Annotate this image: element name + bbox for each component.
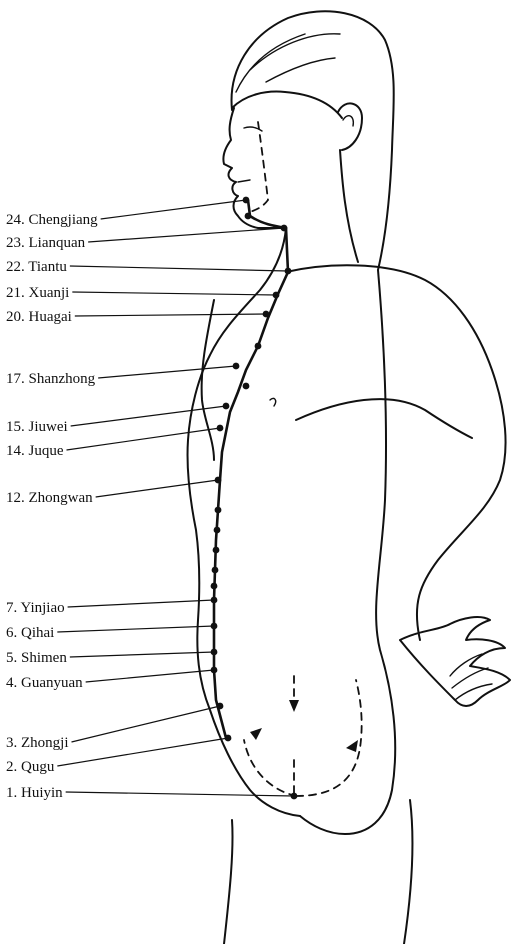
point-label: 7. Yinjiao [6, 600, 65, 616]
point-label: 12. Zhongwan [6, 490, 93, 506]
leader-line [68, 600, 214, 607]
hairline [232, 92, 342, 118]
leader-line [72, 292, 276, 295]
neck-back [340, 150, 358, 262]
leader-line [67, 428, 221, 450]
acupoint-dot [214, 527, 221, 534]
nipple [270, 398, 276, 406]
point-label: 23. Lianquan [6, 235, 86, 251]
pelvic-dashed-left [244, 740, 296, 796]
point-labels: 24. Chengjiang 23. Lianquan 22. Tiantu 21. … [6, 200, 294, 801]
acupoint-dot [245, 213, 252, 220]
meridian [211, 197, 298, 800]
point-label: 15. Jiuwei [6, 419, 68, 435]
point-label: 22. Tiantu [6, 259, 67, 275]
leader-line [70, 266, 288, 271]
acupoint-dot [243, 383, 250, 390]
arrow-right-icon [346, 740, 358, 752]
mouth [238, 180, 250, 182]
leader-line [66, 792, 294, 796]
leader-line [70, 652, 214, 657]
leader-line [88, 228, 284, 242]
front-torso [187, 228, 300, 816]
belly-contour [202, 300, 214, 460]
acupoint-dot [211, 583, 218, 590]
hair-outline [232, 11, 394, 270]
leader-line [57, 738, 228, 766]
leader-line [101, 200, 246, 219]
body-outline [187, 11, 510, 944]
pelvic-channel [244, 676, 362, 796]
leader-line [72, 706, 221, 742]
hand [400, 617, 510, 706]
shoulder-arm [286, 265, 506, 640]
ear-inner [343, 116, 353, 126]
back-buttock [300, 270, 395, 834]
leader-line [96, 480, 218, 497]
leader-line [98, 366, 236, 378]
acupoint-dot [212, 567, 219, 574]
leader-line [57, 626, 214, 632]
cheek-channel [250, 122, 268, 212]
arrow-down-icon [289, 700, 299, 712]
leg-back [404, 800, 412, 944]
point-label: 2. Qugu [6, 759, 55, 775]
meridian-line [214, 200, 288, 738]
point-label: 1. Huiyin [6, 785, 63, 801]
point-label: 24. Chengjiang [6, 212, 98, 228]
leader-line [86, 670, 214, 682]
acupoint-dot [215, 507, 222, 514]
point-label: 21. Xuanji [6, 285, 69, 301]
point-label: 6. Qihai [6, 625, 54, 641]
arm-inner [296, 399, 472, 438]
leg-front [224, 820, 233, 944]
point-label: 14. Juque [6, 443, 64, 459]
pelvic-dashed-right [296, 680, 362, 796]
point-label: 20. Huagai [6, 309, 72, 325]
point-label: 4. Guanyuan [6, 675, 83, 691]
acupoint-dot [213, 547, 220, 554]
point-label: 17. Shanzhong [6, 371, 96, 387]
arrow-left-icon [250, 728, 262, 740]
leader-line [71, 406, 226, 426]
acupoint-dot [255, 343, 262, 350]
ear [338, 103, 362, 150]
point-label: 3. Zhongji [6, 735, 69, 751]
hair-strands [236, 34, 340, 92]
point-label: 5. Shimen [6, 650, 67, 666]
